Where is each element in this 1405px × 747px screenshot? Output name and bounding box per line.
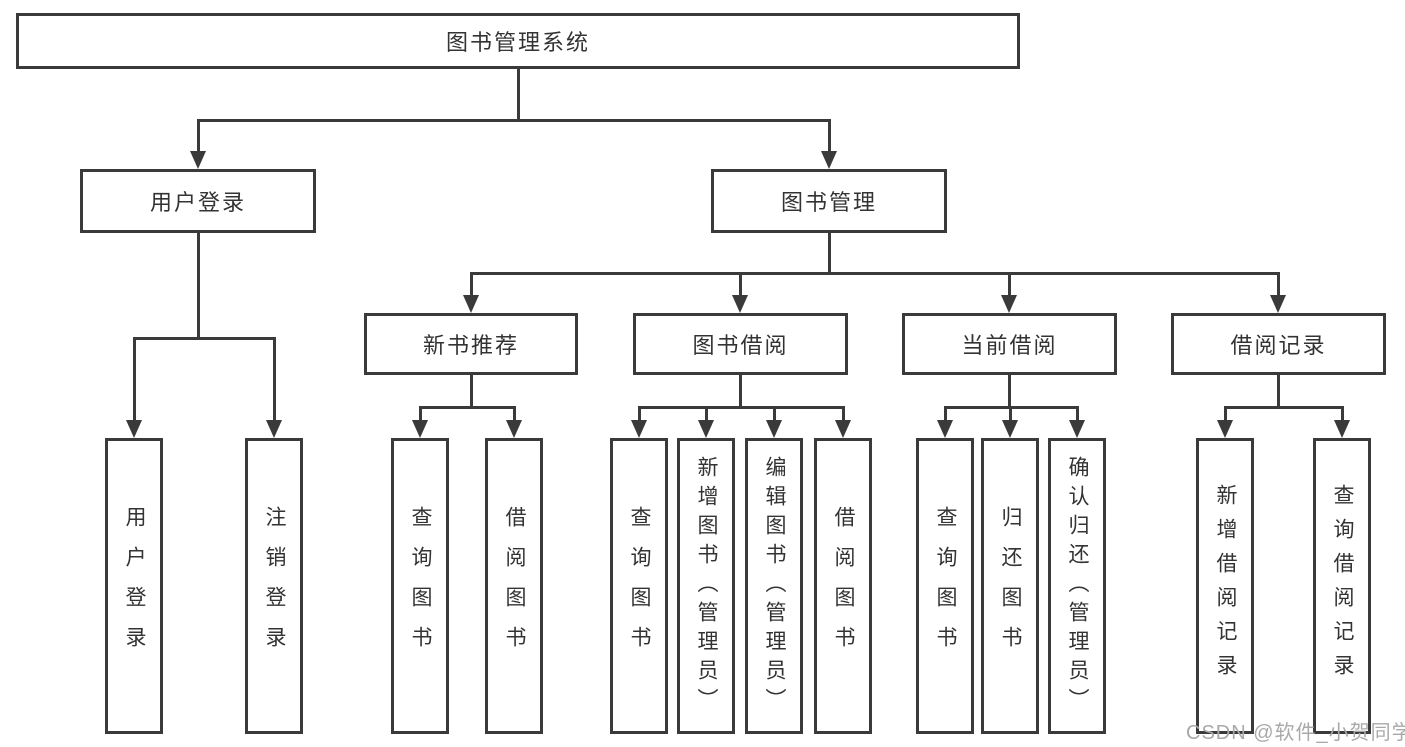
arrow-down-icon [1270,295,1286,313]
arrow-down-icon [126,420,142,438]
leaf-edit-book-admin: 编辑图书（管理员） [745,438,803,734]
connector-drop-line [772,406,776,422]
leaf-query-books-2: 查询图书 [610,438,668,734]
connector-drop-line [512,406,516,422]
leaf-borrow-books-2: 借阅图书 [814,438,872,734]
arrow-down-icon [766,420,782,438]
leaf-return-book: 归还图书 [981,438,1039,734]
connector-bar-line [637,406,845,409]
arrow-down-icon [631,420,647,438]
node-label: 查询图书 [409,506,432,666]
node-label: 确认归还（管理员） [1066,455,1089,717]
node-label: 新书推荐 [422,333,519,358]
node-current-borrowing: 当前借阅 [902,313,1117,375]
leaf-query-books-1: 查询图书 [391,438,449,734]
arrow-down-icon [937,420,953,438]
node-label: 注销登录 [263,506,286,666]
connector-drop-line [738,272,742,297]
connector-bar-line [132,337,276,340]
node-label: 借阅记录 [1230,333,1327,358]
node-label: 用户登录 [123,506,146,666]
connector-stem-line [516,69,520,122]
node-label: 用户登录 [149,190,246,215]
connector-drop-line [1007,272,1011,297]
arrow-down-icon [266,420,282,438]
connector-drop-line [637,406,641,422]
node-label: 查询图书 [934,506,957,666]
node-label: 查询图书 [628,506,651,666]
arrow-down-icon [190,151,206,169]
node-label: 图书管理系统 [445,30,590,55]
connector-drop-line [1276,272,1280,297]
arrow-down-icon [835,420,851,438]
connector-drop-line [1223,406,1227,422]
node-label: 新增借阅记录 [1214,484,1237,688]
connector-stem-line [196,233,200,340]
leaf-query-books-3: 查询图书 [916,438,974,734]
node-label: 当前借阅 [961,333,1058,358]
connector-drop-line [1075,406,1079,422]
node-library-system: 图书管理系统 [16,13,1020,69]
connector-drop-line [827,119,831,153]
arrow-down-icon [412,420,428,438]
connector-drop-line [1008,406,1012,422]
node-borrowing-records: 借阅记录 [1171,313,1386,375]
connector-bar-line [418,406,516,409]
node-user-login-branch: 用户登录 [80,169,316,233]
connector-bar-line [196,119,831,122]
node-book-borrowing: 图书借阅 [633,313,848,375]
connector-drop-line [1340,406,1344,422]
arrow-down-icon [1334,420,1350,438]
arrow-down-icon [1001,295,1017,313]
connector-bar-line [1223,406,1344,409]
leaf-confirm-return-admin: 确认归还（管理员） [1048,438,1106,734]
node-new-book-recommend: 新书推荐 [364,313,578,375]
arrow-down-icon [1217,420,1233,438]
arrow-down-icon [1069,420,1085,438]
arrow-down-icon [1002,420,1018,438]
node-book-management-branch: 图书管理 [711,169,947,233]
connector-stem-line [1007,375,1011,409]
connector-stem-line [1276,375,1280,409]
connector-drop-line [841,406,845,422]
leaf-logout: 注销登录 [245,438,303,734]
leaf-add-book-admin: 新增图书（管理员） [677,438,735,734]
leaf-borrow-books-1: 借阅图书 [485,438,543,734]
arrow-down-icon [506,420,522,438]
leaf-add-borrow-record: 新增借阅记录 [1196,438,1254,734]
connector-drop-line [132,337,136,422]
arrow-down-icon [732,295,748,313]
connector-stem-line [827,233,831,275]
connector-drop-line [418,406,422,422]
connector-drop-line [704,406,708,422]
node-label: 图书借阅 [692,333,789,358]
leaf-query-borrow-record: 查询借阅记录 [1313,438,1371,734]
connector-drop-line [196,119,200,153]
connector-drop-line [469,272,473,297]
node-label: 编辑图书（管理员） [763,455,786,717]
connector-stem-line [738,375,742,409]
node-label: 归还图书 [999,506,1022,666]
watermark-text: CSDN @软件_小贺同学 [1186,722,1405,744]
node-label: 借阅图书 [832,506,855,666]
leaf-user-login: 用户登录 [105,438,163,734]
arrow-down-icon [821,151,837,169]
connector-bar-line [469,272,1280,275]
arrow-down-icon [698,420,714,438]
node-label: 查询借阅记录 [1331,484,1354,688]
connector-drop-line [943,406,947,422]
arrow-down-icon [463,295,479,313]
connector-stem-line [469,375,473,409]
node-label: 图书管理 [780,190,877,215]
connector-drop-line [272,337,276,422]
node-label: 新增图书（管理员） [695,455,718,717]
node-label: 借阅图书 [503,506,526,666]
